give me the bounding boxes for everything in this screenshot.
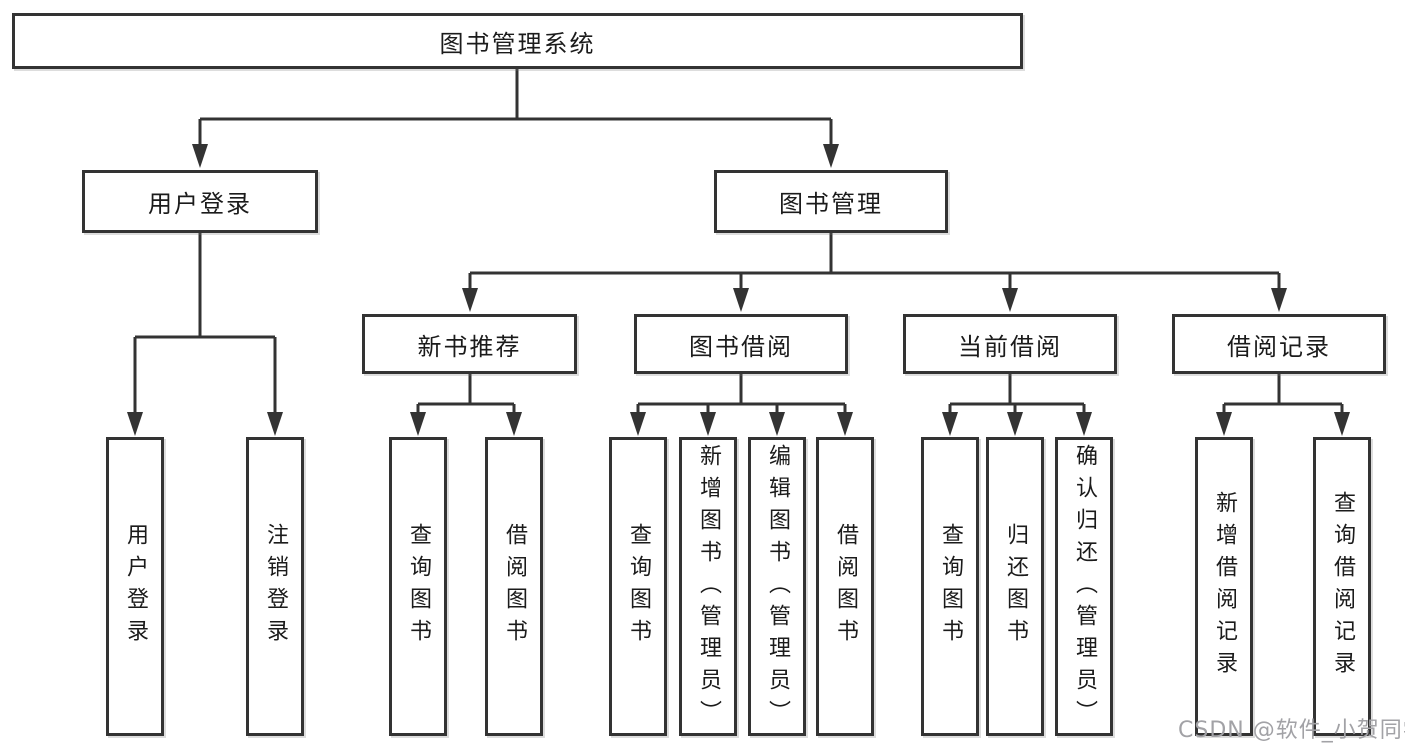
leaf-query-borrow-record: 查询借阅记录 bbox=[1313, 437, 1371, 736]
leaf-add-borrow-record: 新增借阅记录 bbox=[1195, 437, 1253, 736]
node-library-management-system: 图书管理系统 bbox=[12, 13, 1023, 69]
leaf-user-login: 用户登录 bbox=[106, 437, 164, 736]
leaf-query-books-recommend: 查询图书 bbox=[389, 437, 447, 736]
leaf-add-books-admin: 新增图书（管理员） bbox=[679, 437, 737, 736]
leaf-confirm-return-admin: 确认归还（管理员） bbox=[1055, 437, 1113, 736]
tree-edges bbox=[133, 69, 1344, 414]
leaf-edit-books-admin: 编辑图书（管理员） bbox=[748, 437, 806, 736]
node-current-borrowing: 当前借阅 bbox=[903, 314, 1117, 374]
leaf-borrow-books: 借阅图书 bbox=[816, 437, 874, 736]
node-borrowing-records: 借阅记录 bbox=[1172, 314, 1386, 374]
node-user-login: 用户登录 bbox=[82, 170, 318, 233]
node-new-book-recommendation: 新书推荐 bbox=[362, 314, 577, 374]
leaf-query-books-current: 查询图书 bbox=[921, 437, 979, 736]
node-book-management: 图书管理 bbox=[714, 170, 948, 233]
leaf-query-books-borrow: 查询图书 bbox=[609, 437, 667, 736]
node-book-borrowing: 图书借阅 bbox=[634, 314, 848, 374]
leaf-borrow-books-recommend: 借阅图书 bbox=[485, 437, 543, 736]
csdn-watermark: CSDN @软件_小贺同学 bbox=[1178, 718, 1405, 743]
arrowheads bbox=[127, 144, 1350, 436]
leaf-return-books: 归还图书 bbox=[986, 437, 1044, 736]
leaf-logout: 注销登录 bbox=[246, 437, 304, 736]
